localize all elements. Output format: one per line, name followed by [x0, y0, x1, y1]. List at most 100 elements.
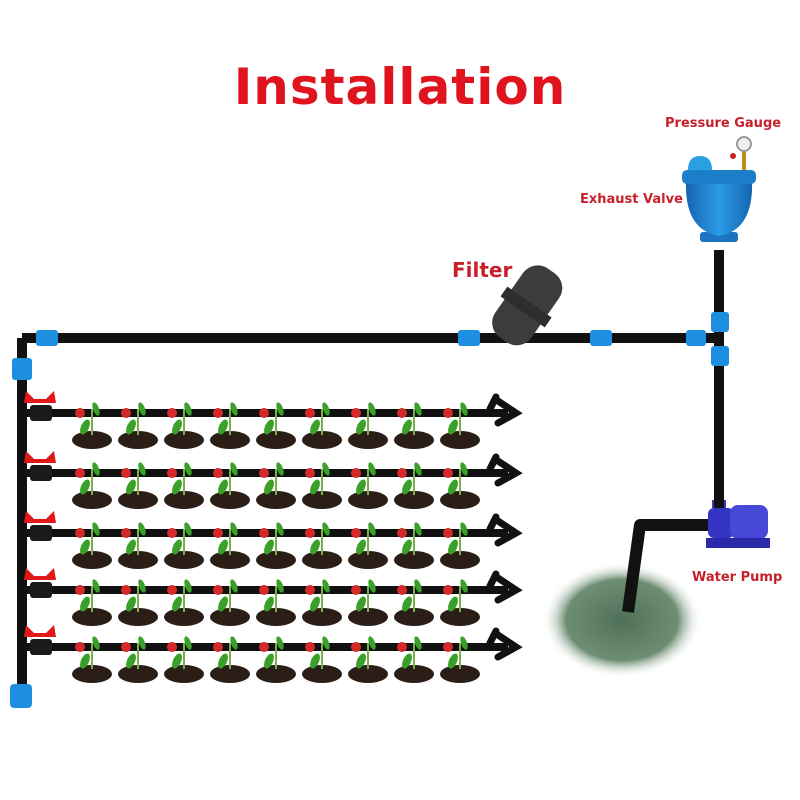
leaf-icon	[230, 522, 238, 536]
dripper-icon	[75, 528, 85, 538]
plant	[394, 522, 434, 569]
line-end-icon	[486, 513, 523, 547]
leaf-icon	[276, 579, 284, 593]
leaf-icon	[310, 479, 320, 495]
leaf-icon	[448, 479, 458, 495]
leaf-icon	[80, 596, 90, 612]
plant	[164, 579, 204, 626]
soil-icon	[118, 551, 158, 569]
leaf-icon	[92, 579, 100, 593]
plant	[256, 579, 296, 626]
leaf-icon	[322, 636, 330, 650]
pressure-gauge	[730, 136, 752, 170]
leaf-icon	[448, 419, 458, 435]
plant	[118, 462, 158, 509]
dripper-icon	[305, 585, 315, 595]
leaf-icon	[172, 539, 182, 555]
branch-valve-icon	[24, 625, 56, 637]
leaf-icon	[448, 539, 458, 555]
plant	[348, 636, 388, 683]
leaf-icon	[184, 402, 192, 416]
leaf-icon	[402, 479, 412, 495]
soil-icon	[210, 491, 250, 509]
page-title: Installation	[233, 58, 567, 116]
plant	[72, 462, 112, 509]
soil-icon	[348, 491, 388, 509]
branch-valve-icon	[24, 391, 56, 403]
soil-icon	[348, 665, 388, 683]
branch-valve-icon	[24, 568, 56, 580]
soil-icon	[348, 431, 388, 449]
dripper-icon	[351, 642, 361, 652]
dripper-icon	[443, 642, 453, 652]
soil-icon	[210, 431, 250, 449]
dripper-icon	[167, 642, 177, 652]
leaf-icon	[460, 636, 468, 650]
leaf-icon	[368, 402, 376, 416]
leaf-icon	[218, 539, 228, 555]
leaf-icon	[414, 636, 422, 650]
dripper-icon	[121, 528, 131, 538]
leaf-icon	[356, 419, 366, 435]
soil-icon	[164, 665, 204, 683]
dripper-icon	[121, 642, 131, 652]
soil-icon	[394, 431, 434, 449]
leaf-icon	[264, 539, 274, 555]
plant	[440, 636, 480, 683]
leaf-icon	[126, 539, 136, 555]
leaf-icon	[356, 653, 366, 669]
dripper-icon	[75, 408, 85, 418]
soil-icon	[210, 665, 250, 683]
leaf-icon	[322, 402, 330, 416]
leaf-icon	[80, 479, 90, 495]
dripper-icon	[351, 408, 361, 418]
leaf-icon	[138, 462, 146, 476]
drip-line	[22, 568, 523, 626]
dripper-icon	[121, 585, 131, 595]
exhaust-valve	[682, 156, 756, 242]
plant	[118, 522, 158, 569]
tee-fitting	[30, 405, 52, 421]
soil-icon	[348, 608, 388, 626]
leaf-icon	[460, 402, 468, 416]
plant	[348, 402, 388, 449]
leaf-icon	[138, 402, 146, 416]
dripper-icon	[397, 585, 407, 595]
leaf-icon	[126, 419, 136, 435]
dripper-icon	[75, 642, 85, 652]
leaf-icon	[138, 522, 146, 536]
soil-icon	[440, 551, 480, 569]
dripper-icon	[75, 585, 85, 595]
leaf-icon	[276, 636, 284, 650]
plant	[72, 579, 112, 626]
leaf-icon	[80, 653, 90, 669]
leaf-icon	[414, 522, 422, 536]
plant	[440, 402, 480, 449]
plant	[348, 462, 388, 509]
soil-icon	[256, 608, 296, 626]
plant	[210, 462, 250, 509]
plant	[394, 636, 434, 683]
leaf-icon	[218, 653, 228, 669]
leaf-icon	[276, 402, 284, 416]
leaf-icon	[276, 522, 284, 536]
dripper-icon	[259, 642, 269, 652]
leaf-icon	[80, 419, 90, 435]
soil-icon	[210, 551, 250, 569]
dripper-icon	[213, 642, 223, 652]
dripper-icon	[443, 408, 453, 418]
plant	[440, 462, 480, 509]
leaf-icon	[448, 596, 458, 612]
dripper-icon	[305, 528, 315, 538]
tee-fitting	[30, 582, 52, 598]
leaf-icon	[402, 539, 412, 555]
dripper-icon	[305, 642, 315, 652]
plant	[348, 579, 388, 626]
leaf-icon	[322, 579, 330, 593]
dripper-icon	[167, 468, 177, 478]
plant	[302, 522, 342, 569]
soil-icon	[302, 551, 342, 569]
soil-icon	[118, 491, 158, 509]
plant	[164, 636, 204, 683]
